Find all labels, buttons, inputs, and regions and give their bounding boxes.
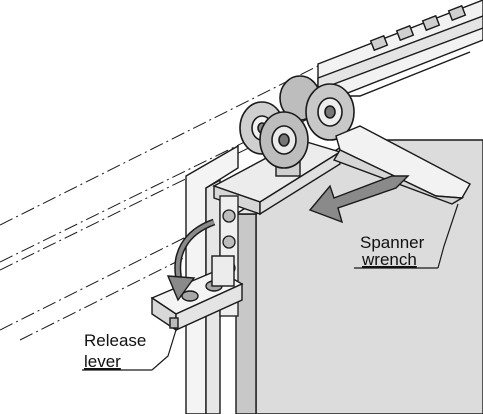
roller-assembly (239, 75, 355, 169)
top-rail (317, 0, 483, 97)
release-lever-callout: Release lever (84, 331, 146, 371)
callout-leaders (82, 203, 459, 371)
pull-direction-arrow-icon (308, 175, 410, 224)
release-callout-line1: Release (84, 331, 146, 350)
release-callout-line2: lever (84, 352, 121, 371)
release-lever (150, 255, 244, 332)
spanner-callout-line2: wrench (361, 250, 417, 269)
rotation-arrow-icon (166, 218, 216, 302)
spanner-wrench-callout: Spanner wrench (360, 233, 425, 269)
spanner-callout-line1: Spanner (360, 233, 425, 252)
spanner-wrench (332, 125, 471, 205)
